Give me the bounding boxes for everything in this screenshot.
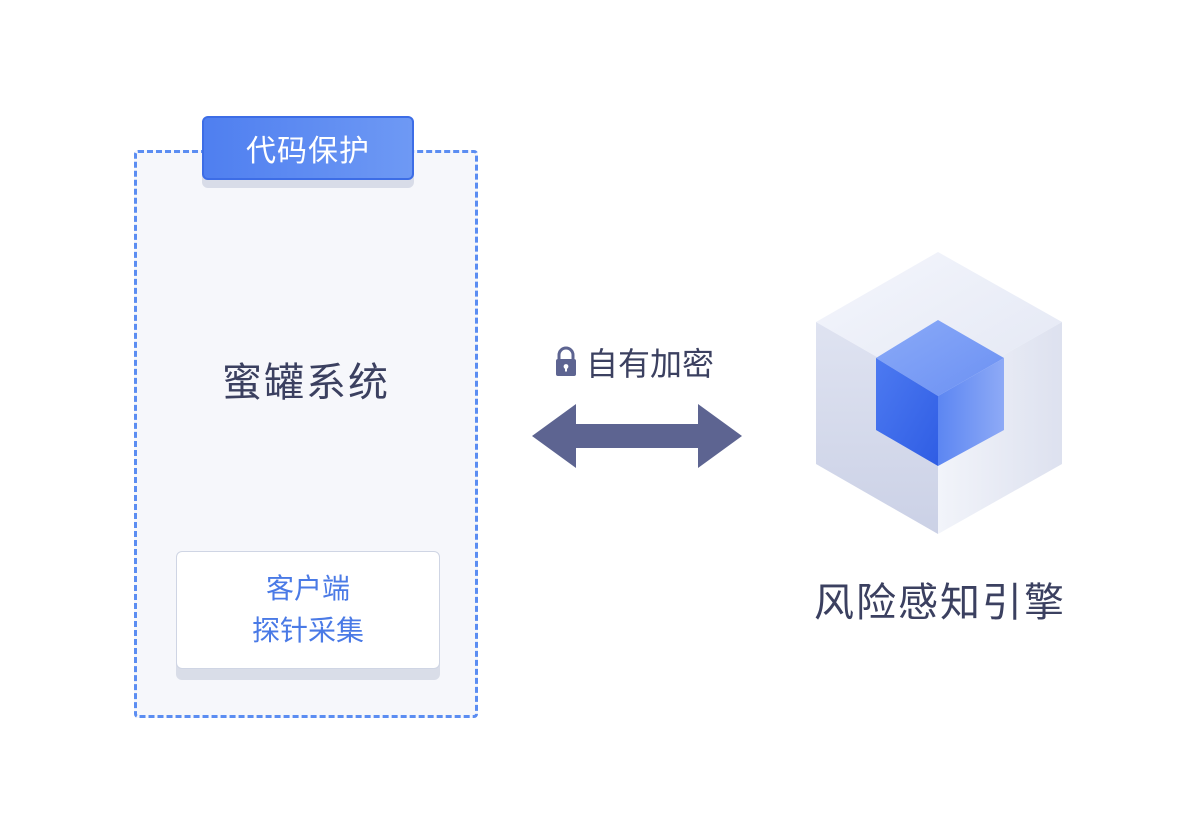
code-protection-tag: 代码保护 [202, 116, 414, 180]
client-probe-card: 客户端 探针采集 [176, 551, 440, 669]
encryption-label: 自有加密 [554, 340, 714, 384]
bidirectional-arrow-icon [532, 404, 742, 468]
encryption-label-text: 自有加密 [586, 345, 715, 383]
risk-engine-title: 风险感知引擎 [814, 580, 1066, 626]
lock-icon [556, 346, 576, 376]
cube-icon [816, 252, 1062, 534]
honeypot-system-title: 蜜罐系统 [222, 360, 390, 406]
probe-card-line-2: 探针采集 [251, 614, 364, 647]
probe-card-line-1: 客户端 [265, 572, 350, 605]
